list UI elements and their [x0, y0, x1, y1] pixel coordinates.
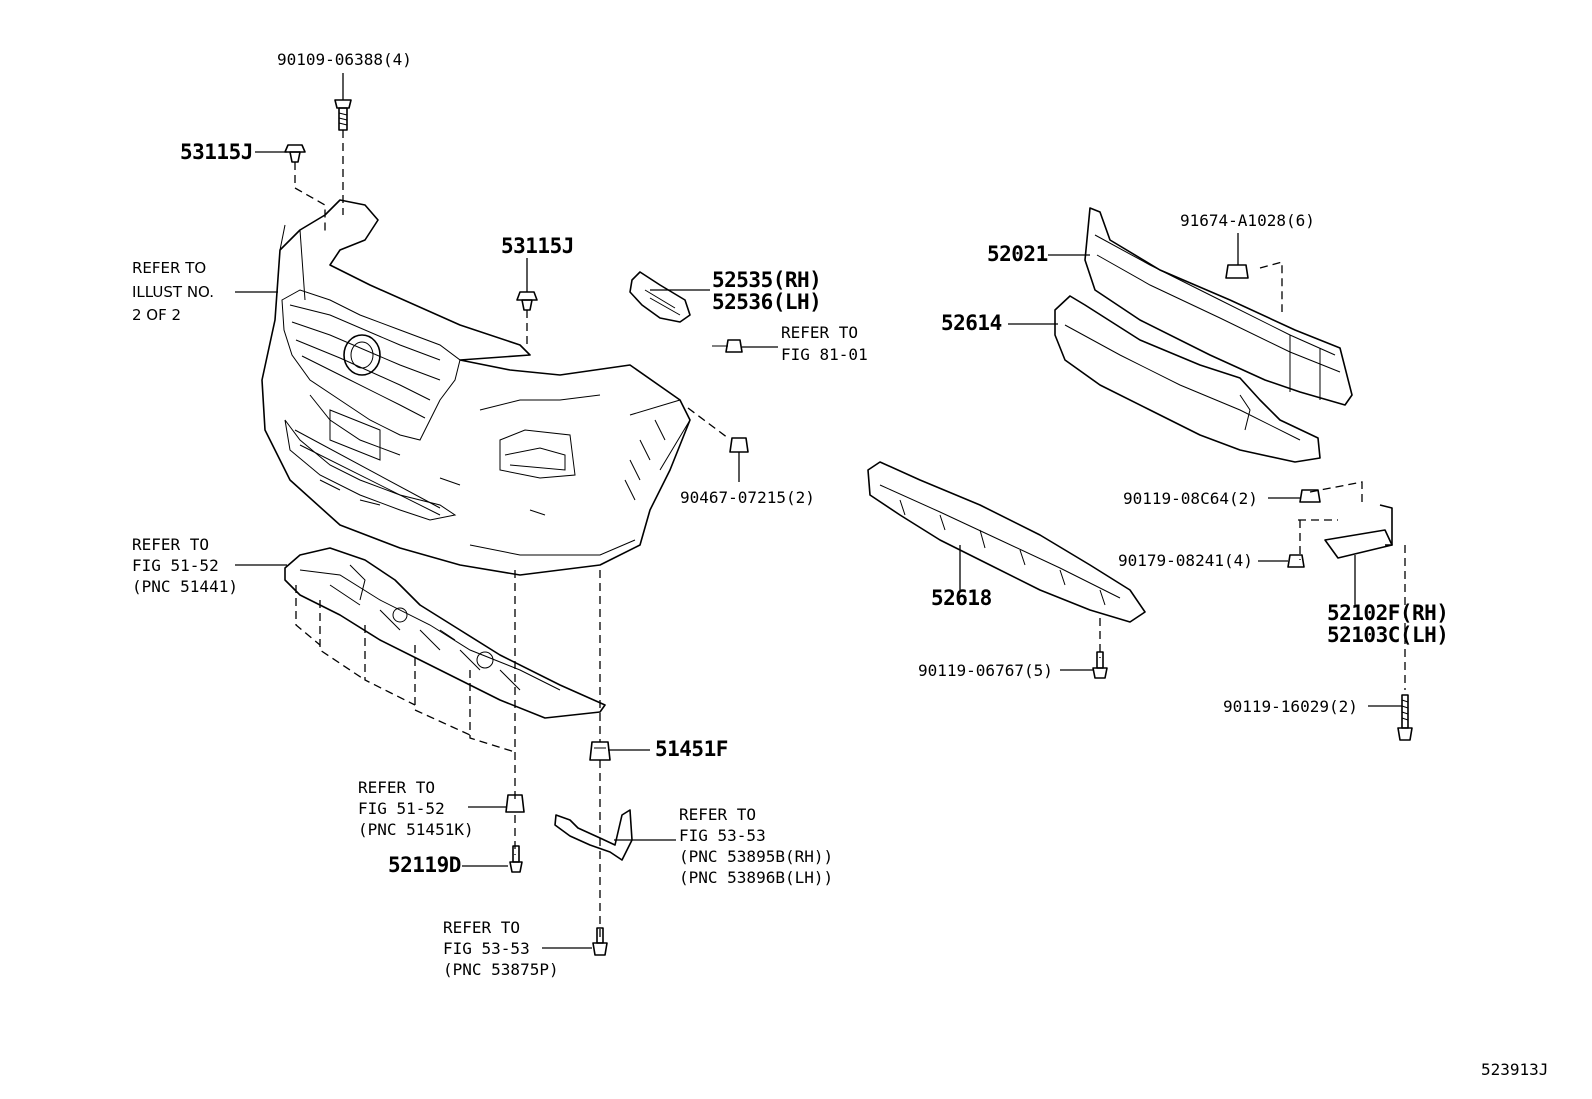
screw-52119d	[509, 845, 523, 873]
label-52102f-rh[interactable]: 52102F(RH)	[1327, 601, 1449, 625]
refer-fig5353-right-line3[interactable]: (PNC 53895B(RH))	[679, 847, 834, 866]
refer-fig5353-right-line2[interactable]: FIG 53-53	[679, 826, 766, 845]
label-90119-08c64[interactable]: 90119-08C64(2)	[1123, 489, 1258, 508]
bolt-90119-06767	[1092, 651, 1108, 679]
bracket-52535	[629, 271, 691, 323]
label-52614[interactable]: 52614	[941, 311, 1002, 335]
absorber-52614	[1054, 295, 1321, 463]
bolt-90109	[334, 99, 352, 131]
refer-illust-line2: ILLUST NO.	[132, 283, 215, 301]
seal-53895b	[554, 809, 633, 861]
clip-51451f	[589, 741, 611, 761]
bracket-52102f	[1324, 504, 1393, 559]
refer-fig5152-bot-line2[interactable]: FIG 51-52	[358, 799, 445, 818]
label-52618[interactable]: 52618	[931, 586, 992, 610]
front-bumper-cover	[261, 199, 691, 576]
refer-fig5353-right-line4[interactable]: (PNC 53896B(LH))	[679, 868, 834, 887]
label-53115j-upper[interactable]: 53115J	[180, 140, 253, 164]
label-90467-07215[interactable]: 90467-07215(2)	[680, 488, 815, 507]
label-90119-06767[interactable]: 90119-06767(5)	[918, 661, 1053, 680]
refer-fig5152-bot-line1[interactable]: REFER TO	[358, 778, 436, 797]
refer-illust-line1: REFER TO	[132, 259, 207, 277]
refer-fig5152-top-line1[interactable]: REFER TO	[132, 535, 210, 554]
bolt-91674	[1225, 264, 1249, 279]
leader-lines	[235, 73, 1402, 949]
lower-under-cover	[284, 547, 606, 719]
label-91674-a1028[interactable]: 91674-A1028(6)	[1180, 211, 1315, 230]
label-52119d[interactable]: 52119D	[388, 853, 461, 877]
label-90179-08241[interactable]: 90179-08241(4)	[1118, 551, 1253, 570]
refer-fig8101-line2[interactable]: FIG 81-01	[781, 345, 868, 364]
refer-fig8101-line1[interactable]: REFER TO	[781, 323, 859, 342]
refer-fig5353-right-line1[interactable]: REFER TO	[679, 805, 757, 824]
diagram-id: 523913J	[1481, 1060, 1549, 1079]
refer-fig5152-top-line2[interactable]: FIG 51-52	[132, 556, 219, 575]
label-51451f[interactable]: 51451F	[655, 737, 728, 761]
label-90109-06388[interactable]: 90109-06388(4)	[277, 50, 412, 69]
screw-refer-8101	[712, 339, 743, 353]
bolt-90119-16029	[1397, 694, 1413, 741]
refer-fig5152-bot-line3[interactable]: (PNC 51451K)	[358, 820, 474, 839]
clip-53115j-upper	[284, 144, 306, 163]
label-52021[interactable]: 52021	[987, 242, 1048, 266]
bolt-90119-08c64	[1299, 489, 1321, 503]
label-52103c-lh[interactable]: 52103C(LH)	[1327, 623, 1449, 647]
label-52536-lh[interactable]: 52536(LH)	[712, 290, 822, 314]
refer-fig5353-bot-line2[interactable]: FIG 53-53	[443, 939, 530, 958]
nut-90179	[1287, 554, 1305, 568]
nut-90467	[729, 437, 749, 453]
refer-fig5152-top-line3[interactable]: (PNC 51441)	[132, 577, 238, 596]
reinforcement-52021	[1084, 207, 1353, 406]
under-cover-52618	[867, 461, 1146, 623]
clip-53115j-center	[516, 291, 538, 311]
label-53115j-center[interactable]: 53115J	[501, 234, 574, 258]
screw-53875p	[592, 927, 608, 956]
label-52535-rh[interactable]: 52535(RH)	[712, 268, 822, 292]
label-90119-16029[interactable]: 90119-16029(2)	[1223, 697, 1358, 716]
refer-illust-line3: 2 OF 2	[132, 306, 182, 324]
refer-fig5353-bot-line1[interactable]: REFER TO	[443, 918, 521, 937]
clip-51451k	[505, 794, 525, 813]
refer-fig5353-bot-line3[interactable]: (PNC 53875P)	[443, 960, 559, 979]
